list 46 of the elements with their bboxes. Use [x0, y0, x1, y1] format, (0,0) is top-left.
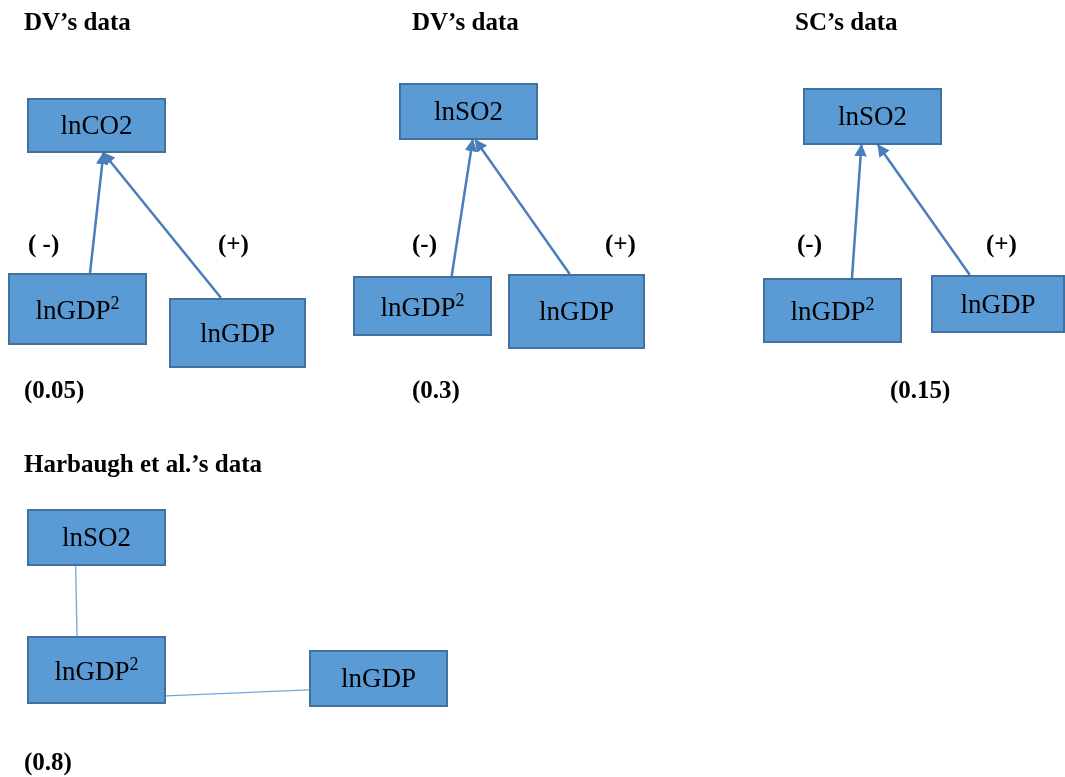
connector-line	[165, 689, 310, 697]
panel-heading: Harbaugh et al.’s data	[24, 450, 262, 478]
variable-name: lnGDP	[539, 296, 614, 327]
arrow	[450, 138, 478, 277]
edge-label: (+)	[986, 230, 1017, 258]
variable-box	[169, 298, 306, 368]
variable-box	[27, 98, 166, 153]
variable-name: lnSO2	[838, 101, 907, 132]
arrow	[877, 144, 971, 276]
edge-label: (-)	[797, 230, 822, 258]
variable-box	[27, 509, 166, 566]
variable-box	[8, 273, 147, 345]
edge-label: (+)	[605, 230, 636, 258]
variable-name: lnGDP$^{2}$	[54, 653, 139, 687]
variable-name: lnGDP$^{2}$	[380, 289, 465, 323]
variable-box	[931, 275, 1065, 333]
panel-heading: DV’s data	[412, 8, 519, 36]
variable-name: lnGDP$^{2}$	[35, 292, 120, 326]
model-value: (0.05)	[24, 376, 85, 404]
model-value: (0.8)	[24, 748, 72, 776]
panel-heading: SC’s data	[795, 8, 898, 36]
arrow	[850, 143, 867, 279]
variable-name: lnCO2	[60, 110, 133, 141]
variable-box	[399, 83, 538, 140]
variable-box	[508, 274, 645, 349]
variable-name: lnGDP	[341, 663, 416, 694]
variable-name: lnGDP	[960, 288, 1036, 320]
edge-label: ( -)	[28, 230, 60, 258]
model-value: (0.3)	[412, 376, 460, 404]
variable-name: lnSO2	[434, 96, 503, 127]
variable-box	[27, 636, 166, 704]
arrow	[88, 151, 109, 274]
variable-box	[309, 650, 448, 707]
variable-name: lnGDP	[200, 317, 275, 349]
connector-line	[75, 565, 78, 637]
arrow	[102, 152, 223, 299]
variable-box	[763, 278, 902, 343]
variable-name: lnGDP$^{2}$	[790, 294, 875, 327]
model-value: (0.15)	[890, 376, 951, 404]
arrow	[474, 139, 571, 275]
edge-label: (+)	[218, 230, 249, 258]
edge-label: (-)	[412, 230, 437, 258]
variable-box	[803, 88, 942, 145]
variable-box	[353, 276, 492, 336]
panel-heading: DV’s data	[24, 8, 131, 36]
variable-name: lnSO2	[62, 522, 131, 553]
